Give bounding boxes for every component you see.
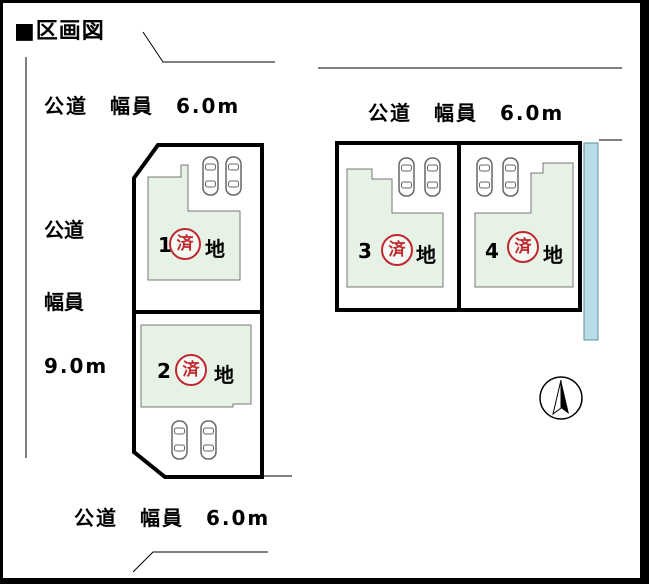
lot-number-4: 4 — [485, 239, 499, 263]
north-arrow-icon — [539, 376, 583, 420]
lot-suffix-3: 地 — [416, 243, 436, 267]
waterway-strip — [583, 142, 599, 341]
page-title: ■区画図 — [14, 19, 105, 44]
lot-4 — [457, 141, 582, 312]
sold-stamp-2: 済 — [175, 354, 207, 386]
lot-number-2: 2 — [157, 359, 171, 383]
lot-1 — [132, 143, 264, 314]
sold-stamp-1: 済 — [169, 228, 201, 260]
lot-number-3: 3 — [358, 239, 372, 263]
road-label-bottom: 公道 幅員 6.0m — [74, 506, 271, 530]
lot-suffix-4: 地 — [543, 243, 563, 267]
sold-stamp-4: 済 — [507, 231, 539, 263]
sold-stamp-3: 済 — [381, 234, 413, 266]
road-label-top-right: 公道 幅員 6.0m — [368, 101, 565, 125]
road-edge-lines — [25, 31, 622, 573]
road-label-left-line1: 公道 — [44, 218, 84, 242]
lot-number-1: 1 — [158, 233, 172, 257]
lot-suffix-2: 地 — [214, 363, 234, 387]
road-label-top-left: 公道 幅員 6.0m — [44, 94, 241, 118]
lot-2 — [132, 310, 264, 479]
road-label-left-line3: 9.0m — [44, 354, 109, 378]
lot-3 — [335, 141, 461, 312]
road-label-left-line2: 幅員 — [44, 290, 84, 314]
lot-suffix-1: 地 — [205, 237, 225, 261]
